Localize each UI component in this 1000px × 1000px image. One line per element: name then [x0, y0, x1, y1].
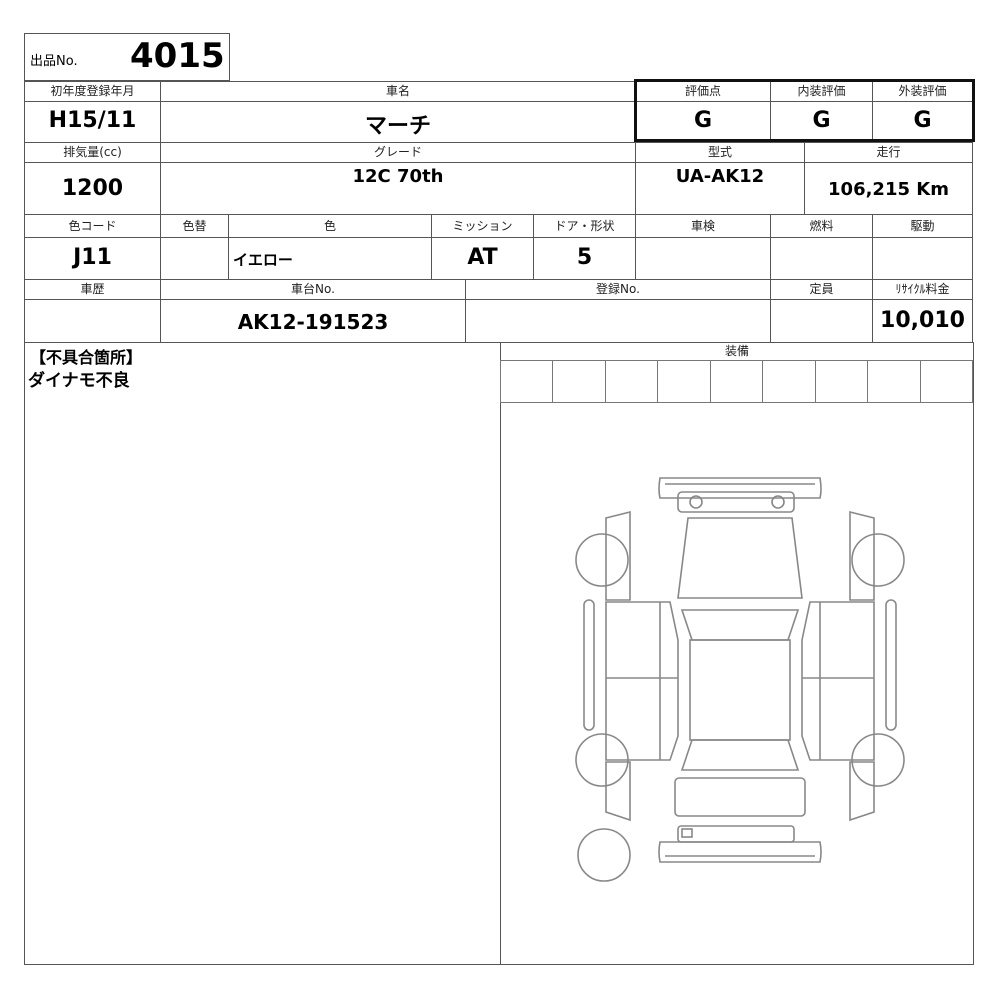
equipment-cell: [867, 360, 921, 403]
score-label: 評価点: [684, 84, 721, 98]
doors-value: 5: [576, 245, 593, 270]
color-change-cell: [160, 237, 229, 280]
doors-label: ドア・形状: [554, 219, 615, 233]
grade-value: 12C 70th: [352, 166, 444, 187]
color-value: イエロー: [233, 251, 293, 269]
equipment-cell: [552, 360, 606, 403]
recycle-label: ﾘｻｲｸﾙ料金: [895, 282, 950, 296]
mileage-value: 106,215 Km: [828, 179, 949, 200]
equipment-label: 装備: [724, 344, 749, 358]
equipment-cell: [762, 360, 816, 403]
color-change-label: 色替: [182, 219, 207, 233]
inspection-cell: [635, 237, 771, 280]
interior-value: G: [812, 108, 831, 133]
chassis-value: AK12-191523: [237, 310, 389, 334]
transmission-label: ミッション: [452, 219, 513, 233]
reg-no-cell: [465, 299, 771, 343]
fuel-cell: [770, 237, 873, 280]
equipment-cell: [604, 360, 659, 403]
defects-panel: [24, 342, 501, 965]
mileage-label: 走行: [876, 145, 901, 159]
equipment-cell: [709, 360, 764, 403]
defects-heading: 【不具合箇所】: [30, 348, 143, 367]
history-label: 車歴: [80, 282, 105, 296]
exterior-label: 外装評価: [898, 84, 947, 98]
transmission-value: AT: [467, 245, 498, 270]
fuel-label: 燃料: [809, 219, 834, 233]
capacity-cell: [770, 299, 873, 343]
equipment-cell: [500, 360, 554, 403]
drive-cell: [872, 237, 973, 280]
color-code-value: J11: [73, 245, 112, 270]
equipment-cell: [919, 360, 973, 403]
inspection-label: 車検: [690, 219, 715, 233]
equipment-cell: [657, 360, 711, 403]
lot-box: [24, 33, 230, 81]
car-name-value: マーチ: [364, 114, 431, 139]
recycle-value: 10,010: [880, 308, 965, 333]
grade-label: グレード: [373, 145, 422, 159]
defects-text: ダイナモ不良: [28, 371, 130, 391]
model-type-label: 型式: [707, 145, 732, 159]
lot-label: 出品No.: [30, 54, 78, 69]
lot-number: 4015: [130, 36, 225, 76]
car-diagram: [575, 477, 905, 882]
exterior-value: G: [913, 108, 932, 133]
displacement-label: 排気量(cc): [63, 145, 122, 159]
equipment-cell: [814, 360, 869, 403]
score-value: G: [693, 108, 713, 133]
displacement-value: 1200: [61, 176, 124, 201]
reg-no-label: 登録No.: [596, 282, 640, 296]
evaluation-frame: [634, 79, 975, 142]
color-label: 色: [323, 219, 336, 233]
first-reg-value: H15/11: [48, 108, 137, 133]
drive-label: 駆動: [910, 219, 935, 233]
interior-label: 内装評価: [797, 84, 846, 98]
color-code-label: 色コード: [68, 219, 117, 233]
first-reg-label: 初年度登録年月: [50, 84, 135, 98]
model-type-value: UA-AK12: [675, 166, 765, 187]
chassis-label: 車台No.: [291, 282, 335, 296]
car-name-label: 車名: [385, 84, 410, 98]
history-cell: [24, 299, 161, 343]
capacity-label: 定員: [809, 282, 834, 296]
